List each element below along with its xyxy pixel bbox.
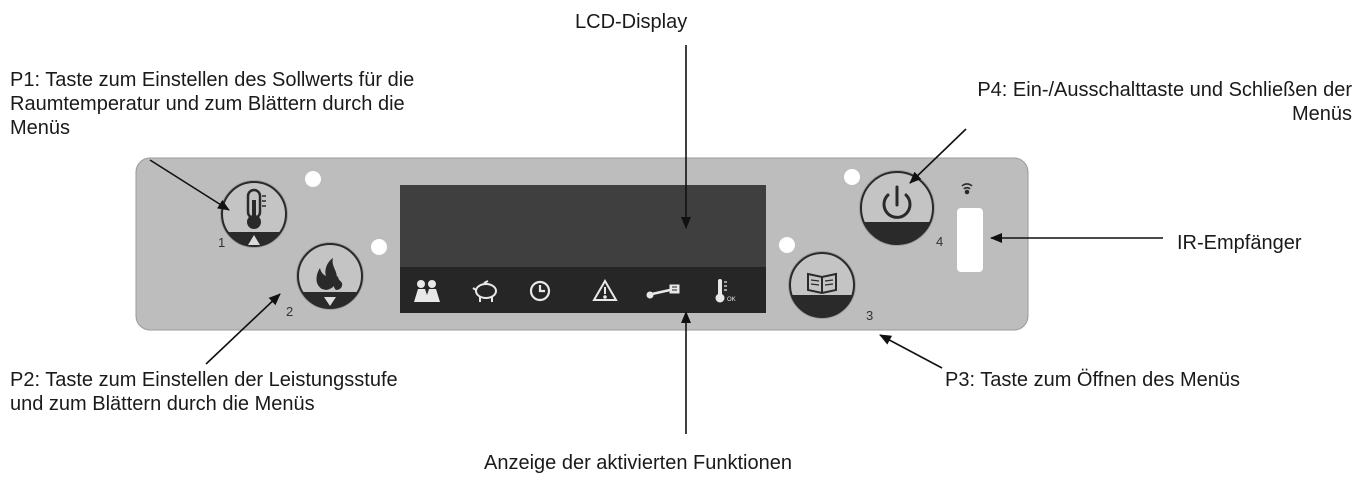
p3-label: P3: Taste zum Öffnen des Menüs [945, 369, 1240, 391]
p1-label-line2: Raumtemperatur und zum Blättern durch di… [10, 93, 405, 115]
p2-label-line1: P2: Taste zum Einstellen der Leistungsst… [10, 369, 398, 391]
p4-label-line1: P4: Ein-/Ausschalttaste und Schließen de… [977, 79, 1352, 101]
lcd-display-label: LCD-Display [575, 11, 688, 33]
button-number-4: 4 [936, 234, 943, 249]
p1-temperature-button[interactable] [214, 180, 294, 252]
book-icon [807, 272, 837, 295]
arrow-up-icon [248, 235, 260, 245]
ir-receiver-window [957, 208, 983, 272]
lcd-display [400, 185, 766, 267]
indicator-led-4 [844, 169, 860, 185]
people-icon [414, 280, 440, 302]
warning-icon [592, 279, 618, 301]
arrow-p3 [879, 334, 943, 369]
thermometer-ok-text: OK [727, 297, 736, 303]
function-icon-bar [400, 267, 766, 313]
p4-power-button[interactable] [857, 170, 937, 252]
button-number-2: 2 [286, 304, 293, 319]
indicator-led-2 [371, 239, 387, 255]
p4-label: P4: Ein-/Ausschalttaste und Schließen de… [812, 78, 1352, 126]
thermometer-icon [246, 188, 266, 229]
button-number-1: 1 [218, 235, 225, 250]
clock-icon [529, 280, 551, 302]
p1-label-line3: Menüs [10, 117, 71, 139]
p3-menu-button[interactable] [782, 251, 862, 325]
arrow-p4 [909, 128, 967, 184]
arrow-down-icon [324, 297, 336, 306]
arrow-p2 [205, 293, 281, 365]
p2-label-line2: und zum Blättern durch die Menüs [10, 393, 315, 415]
indicator-led-3 [779, 237, 795, 253]
thermometer-ok-icon: OK [715, 279, 736, 303]
active-functions-label: Anzeige der aktivierten Funktionen [484, 452, 792, 474]
p2-power-level-button[interactable] [290, 242, 370, 312]
piggy-bank-icon [472, 280, 497, 302]
arrow-p1 [149, 159, 230, 211]
p1-label-line1: P1: Taste zum Einstellen des Sollwerts f… [10, 69, 415, 91]
p4-label-line2: Menüs [1291, 103, 1352, 125]
p1-label: P1: Taste zum Einstellen des Sollwerts f… [10, 68, 570, 140]
flame-icon [316, 258, 343, 290]
p2-label: P2: Taste zum Einstellen der Leistungsst… [10, 368, 558, 416]
power-icon [882, 185, 912, 219]
wifi-icon [961, 183, 973, 195]
key-icon [646, 284, 680, 299]
ir-receiver-label: IR-Empfänger [1177, 232, 1302, 254]
button-number-3: 3 [866, 308, 873, 323]
indicator-led-1 [305, 171, 321, 187]
